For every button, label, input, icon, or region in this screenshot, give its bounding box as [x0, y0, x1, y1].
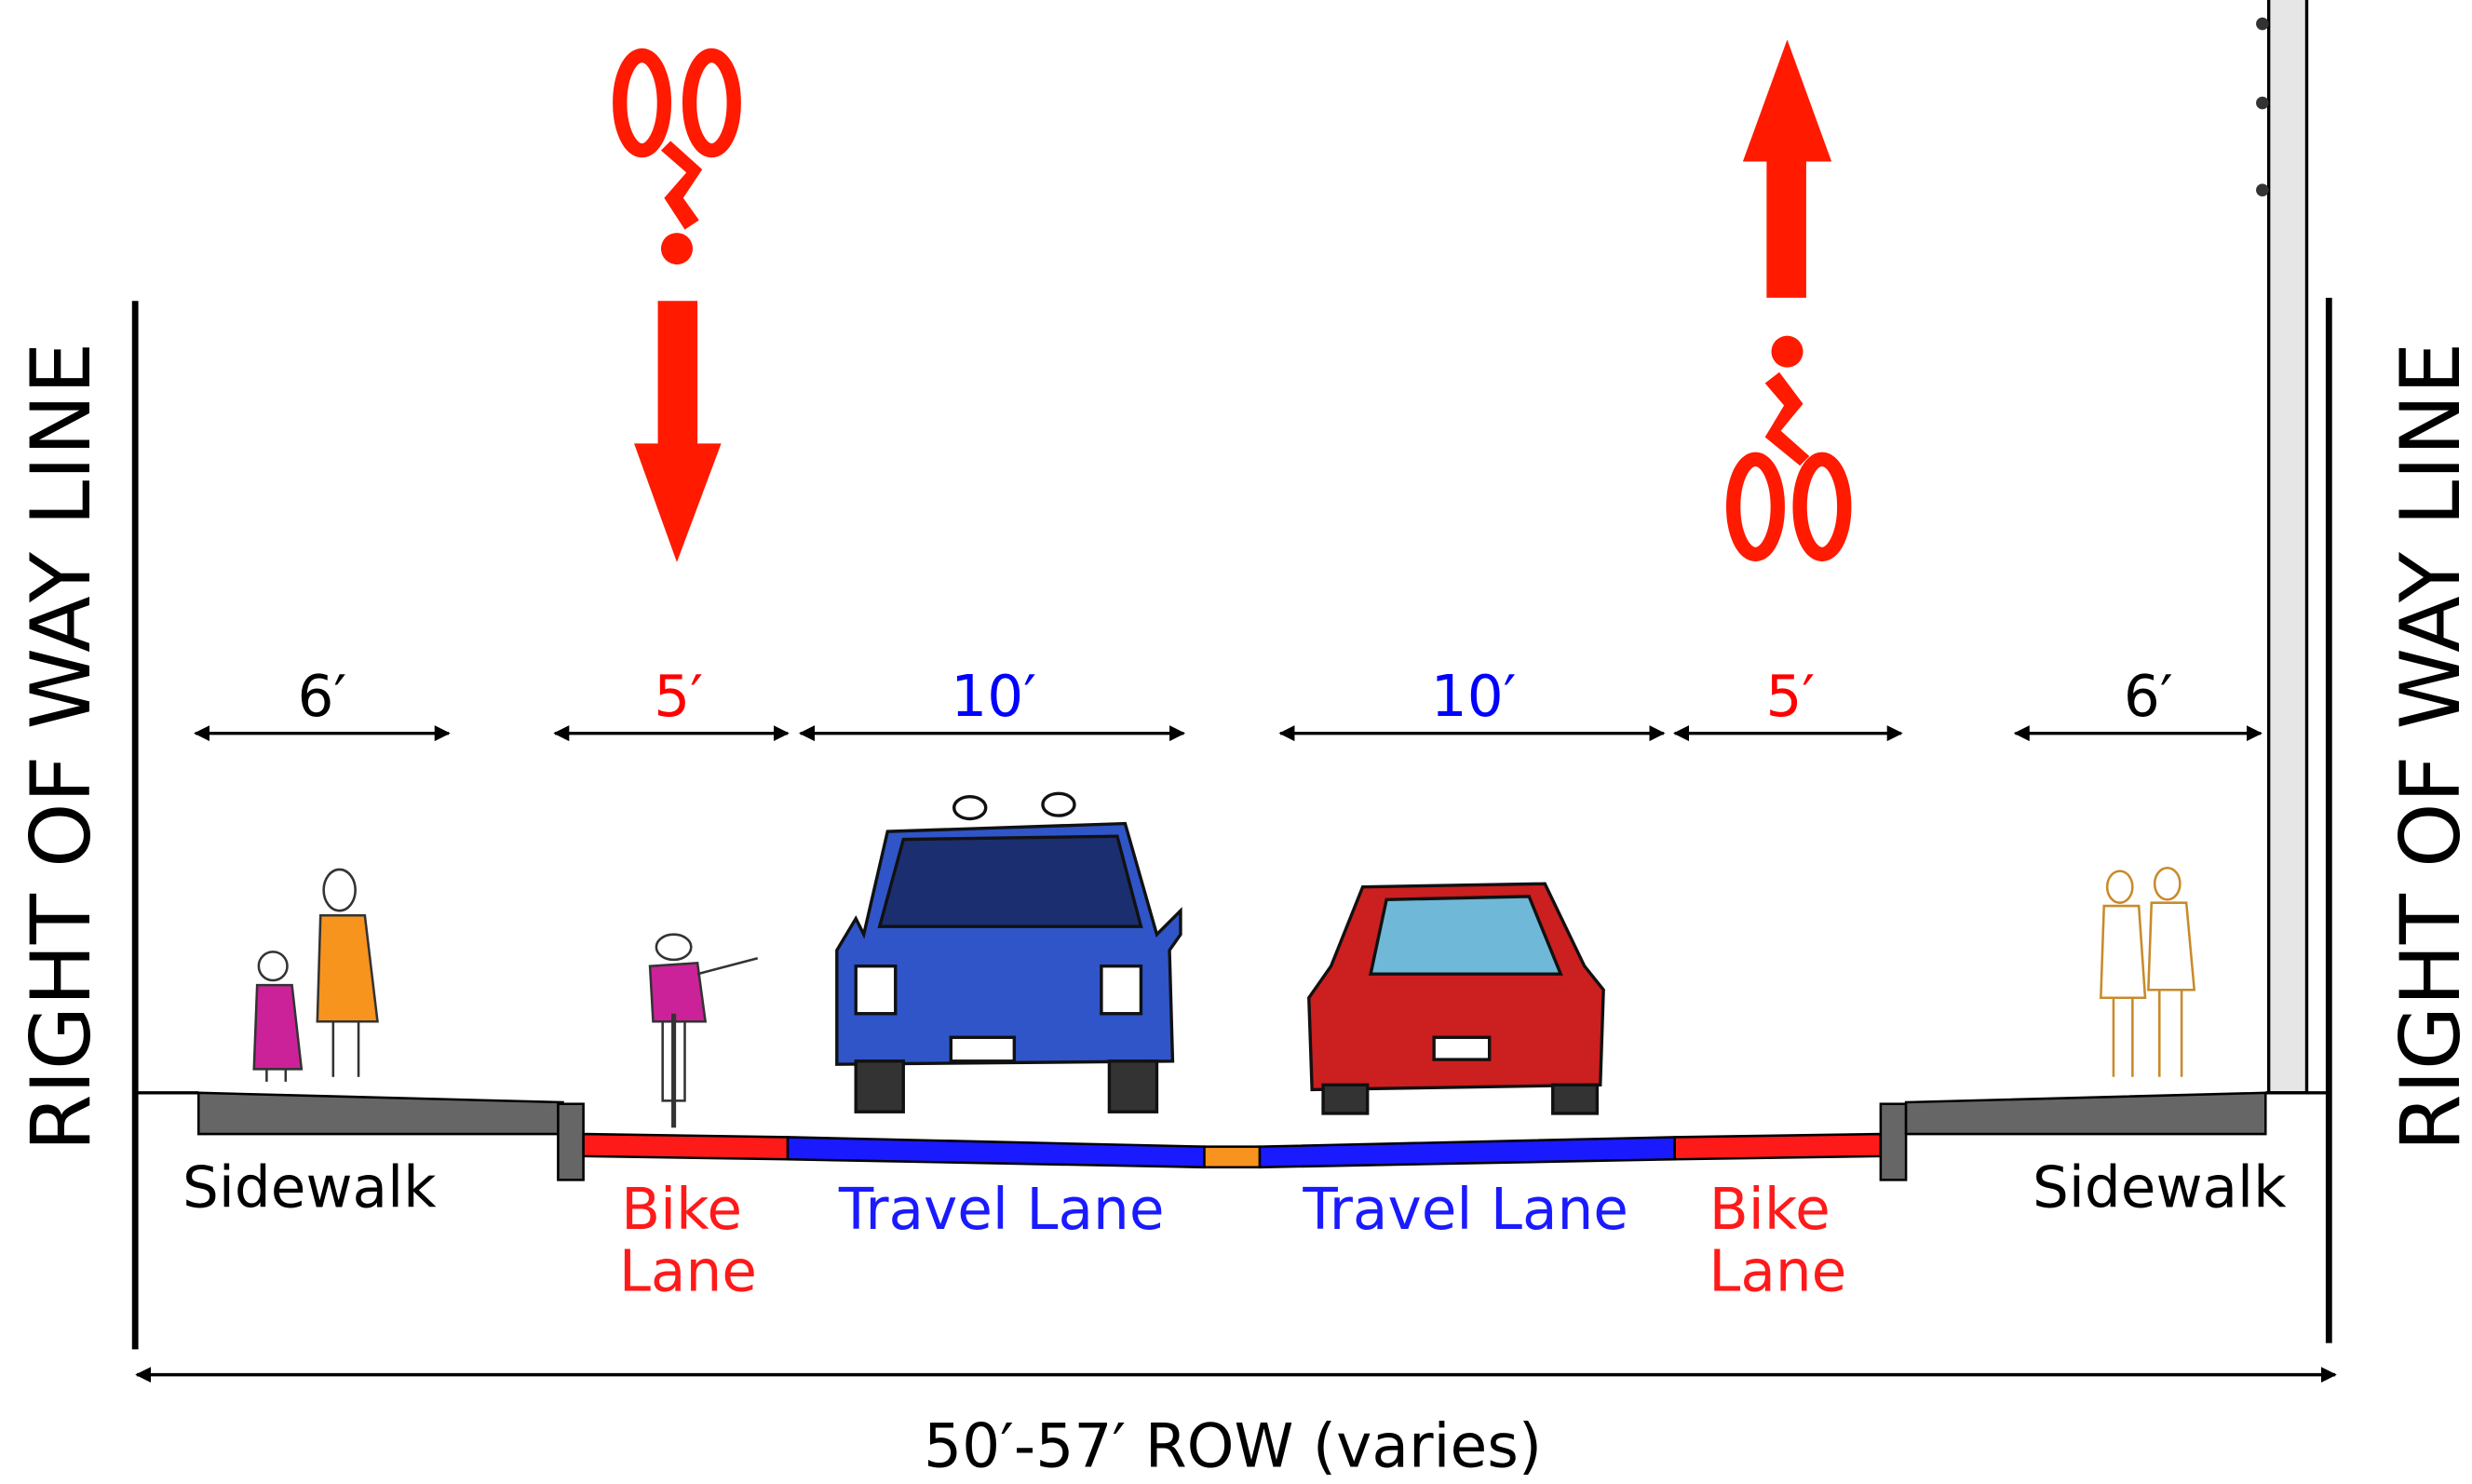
pedestrians-left-illustration — [252, 868, 379, 1082]
bike-lane-right-surface — [1673, 1132, 1883, 1161]
row-line-left-label: RIGHT OF WAY LINE — [13, 343, 109, 1152]
sidewalk-left-surface — [196, 1091, 564, 1136]
southbound-bike-symbol — [613, 47, 741, 265]
cyclist-illustration — [648, 933, 759, 1128]
red-car-illustration — [1307, 882, 1605, 1115]
sidewalk-right-surface — [1904, 1091, 2267, 1136]
bike-lane-right-label: Bike — [1709, 1177, 1830, 1243]
bike-lane-left-label: Bike — [621, 1177, 742, 1243]
dimension-label: 10′ — [1431, 664, 1517, 730]
travel-lane-right-surface — [1258, 1136, 1677, 1169]
dimension-label: 5′ — [654, 664, 703, 730]
northbound-bike-symbol — [1726, 335, 1852, 562]
dimension-label: 5′ — [1765, 664, 1815, 730]
dimension-label: 6′ — [297, 664, 346, 730]
dimension-label: 10′ — [951, 664, 1036, 730]
row-line-right-label: RIGHT OF WAY LINE — [2383, 343, 2472, 1152]
travel-lane-left-label: Travel Lane — [838, 1177, 1165, 1243]
sidewalk-right-label: Sidewalk — [2033, 1154, 2287, 1221]
down-arrow-icon — [634, 301, 722, 562]
curb-left — [557, 1102, 585, 1181]
pedestrians-right-illustration — [2100, 866, 2196, 1077]
utility-pole — [2256, 0, 2309, 1095]
total-row-label: 50′-57′ ROW (varies) — [924, 1411, 1542, 1481]
curb-right — [1879, 1102, 1908, 1181]
sidewalk-left-label: Sidewalk — [182, 1154, 437, 1221]
bike-lane-left-label: Lane — [619, 1238, 757, 1304]
bike-lane-left-surface — [582, 1132, 790, 1161]
blue-truck-illustration — [835, 791, 1182, 1113]
median-stripe — [1203, 1145, 1262, 1169]
bike-lane-right-label: Lane — [1709, 1238, 1846, 1304]
dimension-label: 6′ — [2124, 664, 2173, 730]
up-arrow-icon — [1742, 39, 1832, 298]
travel-lane-left-surface — [786, 1136, 1206, 1169]
travel-lane-right-label: Travel Lane — [1302, 1177, 1628, 1243]
